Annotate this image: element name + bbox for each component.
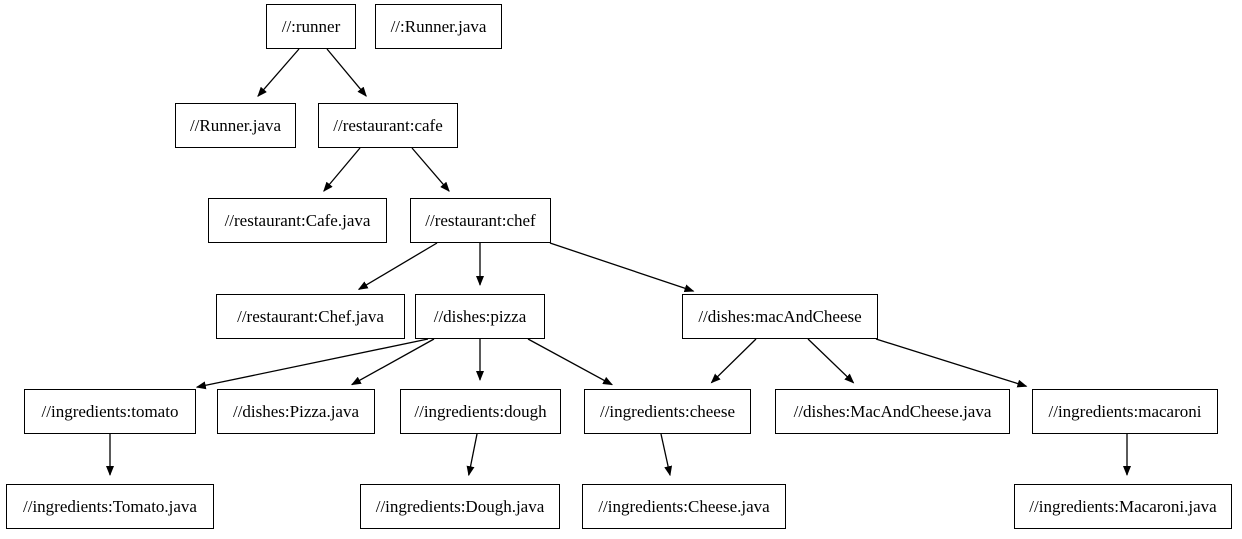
graph-node-label: //ingredients:Tomato.java xyxy=(23,497,197,516)
graph-node-dough_java[interactable]: //ingredients:Dough.java xyxy=(360,484,560,529)
graph-edge-restaurant_chef-to-chef_java xyxy=(357,242,438,290)
graph-node-runner_java[interactable]: //Runner.java xyxy=(175,103,296,148)
graph-node-label: //ingredients:Dough.java xyxy=(375,497,545,516)
graph-node-label: //restaurant:chef xyxy=(425,211,536,230)
graph-edge-runner-to-runner_java xyxy=(257,48,300,97)
graph-edge-ing_dough-to-dough_java xyxy=(466,433,478,477)
graph-node-label: //ingredients:tomato xyxy=(41,402,179,421)
graph-node-label: //ingredients:macaroni xyxy=(1048,402,1202,421)
graph-node-label: //restaurant:Cafe.java xyxy=(224,211,371,230)
graph-node-label: //restaurant:Chef.java xyxy=(237,307,384,326)
graph-node-ing_macaroni[interactable]: //ingredients:macaroni xyxy=(1032,389,1218,434)
graph-edge-restaurant_cafe-to-cafe_java xyxy=(323,147,361,192)
graph-node-tomato_java[interactable]: //ingredients:Tomato.java xyxy=(6,484,214,529)
graph-node-dishes_pizza[interactable]: //dishes:pizza xyxy=(415,294,545,339)
graph-node-label: //ingredients:Macaroni.java xyxy=(1029,497,1217,516)
graph-node-ing_dough[interactable]: //ingredients:dough xyxy=(400,389,561,434)
graph-node-label: //Runner.java xyxy=(189,116,282,135)
graph-node-ing_tomato[interactable]: //ingredients:tomato xyxy=(24,389,196,434)
graph-edge-dishes_mac-to-ing_macaroni xyxy=(875,338,1028,388)
graph-node-pizza_java[interactable]: //dishes:Pizza.java xyxy=(217,389,375,434)
graph-node-label: //ingredients:dough xyxy=(414,402,547,421)
graph-node-label: //:runner xyxy=(281,17,341,36)
graph-edge-dishes_pizza-to-pizza_java xyxy=(350,338,435,386)
graph-node-ing_cheese[interactable]: //ingredients:cheese xyxy=(584,389,751,434)
graph-node-cheese_java[interactable]: //ingredients:Cheese.java xyxy=(582,484,786,529)
graph-node-macaroni_java[interactable]: //ingredients:Macaroni.java xyxy=(1014,484,1232,529)
graph-node-label: //dishes:pizza xyxy=(433,307,527,326)
graph-node-label: //ingredients:cheese xyxy=(599,402,735,421)
graph-node-runner[interactable]: //:runner xyxy=(266,4,356,49)
graph-node-restaurant_chef[interactable]: //restaurant:chef xyxy=(410,198,551,243)
graph-node-dishes_mac[interactable]: //dishes:macAndCheese xyxy=(682,294,878,339)
graph-edge-ing_cheese-to-cheese_java xyxy=(660,433,673,477)
graph-node-label: //dishes:MacAndCheese.java xyxy=(793,402,992,421)
graph-node-runner_java_root[interactable]: //:Runner.java xyxy=(375,4,502,49)
graph-node-cafe_java[interactable]: //restaurant:Cafe.java xyxy=(208,198,387,243)
graph-node-label: //dishes:macAndCheese xyxy=(698,307,862,326)
graph-node-label: //:Runner.java xyxy=(390,17,487,36)
graph-node-label: //ingredients:Cheese.java xyxy=(598,497,770,516)
graph-edge-dishes_mac-to-mac_java xyxy=(807,338,855,384)
graph-edge-restaurant_cafe-to-restaurant_chef xyxy=(411,147,450,192)
graph-edge-restaurant_chef-to-dishes_mac xyxy=(549,242,695,293)
graph-edge-dishes_pizza-to-ing_tomato xyxy=(195,338,429,390)
graph-edge-dishes_pizza-to-ing_cheese xyxy=(527,338,613,386)
graph-node-label: //restaurant:cafe xyxy=(333,116,443,135)
graph-edge-runner-to-restaurant_cafe xyxy=(326,48,367,97)
graph-node-chef_java[interactable]: //restaurant:Chef.java xyxy=(216,294,405,339)
graph-node-restaurant_cafe[interactable]: //restaurant:cafe xyxy=(318,103,458,148)
graph-edge-dishes_mac-to-ing_cheese xyxy=(710,338,757,384)
graph-node-label: //dishes:Pizza.java xyxy=(232,402,360,421)
graph-node-mac_java[interactable]: //dishes:MacAndCheese.java xyxy=(775,389,1010,434)
